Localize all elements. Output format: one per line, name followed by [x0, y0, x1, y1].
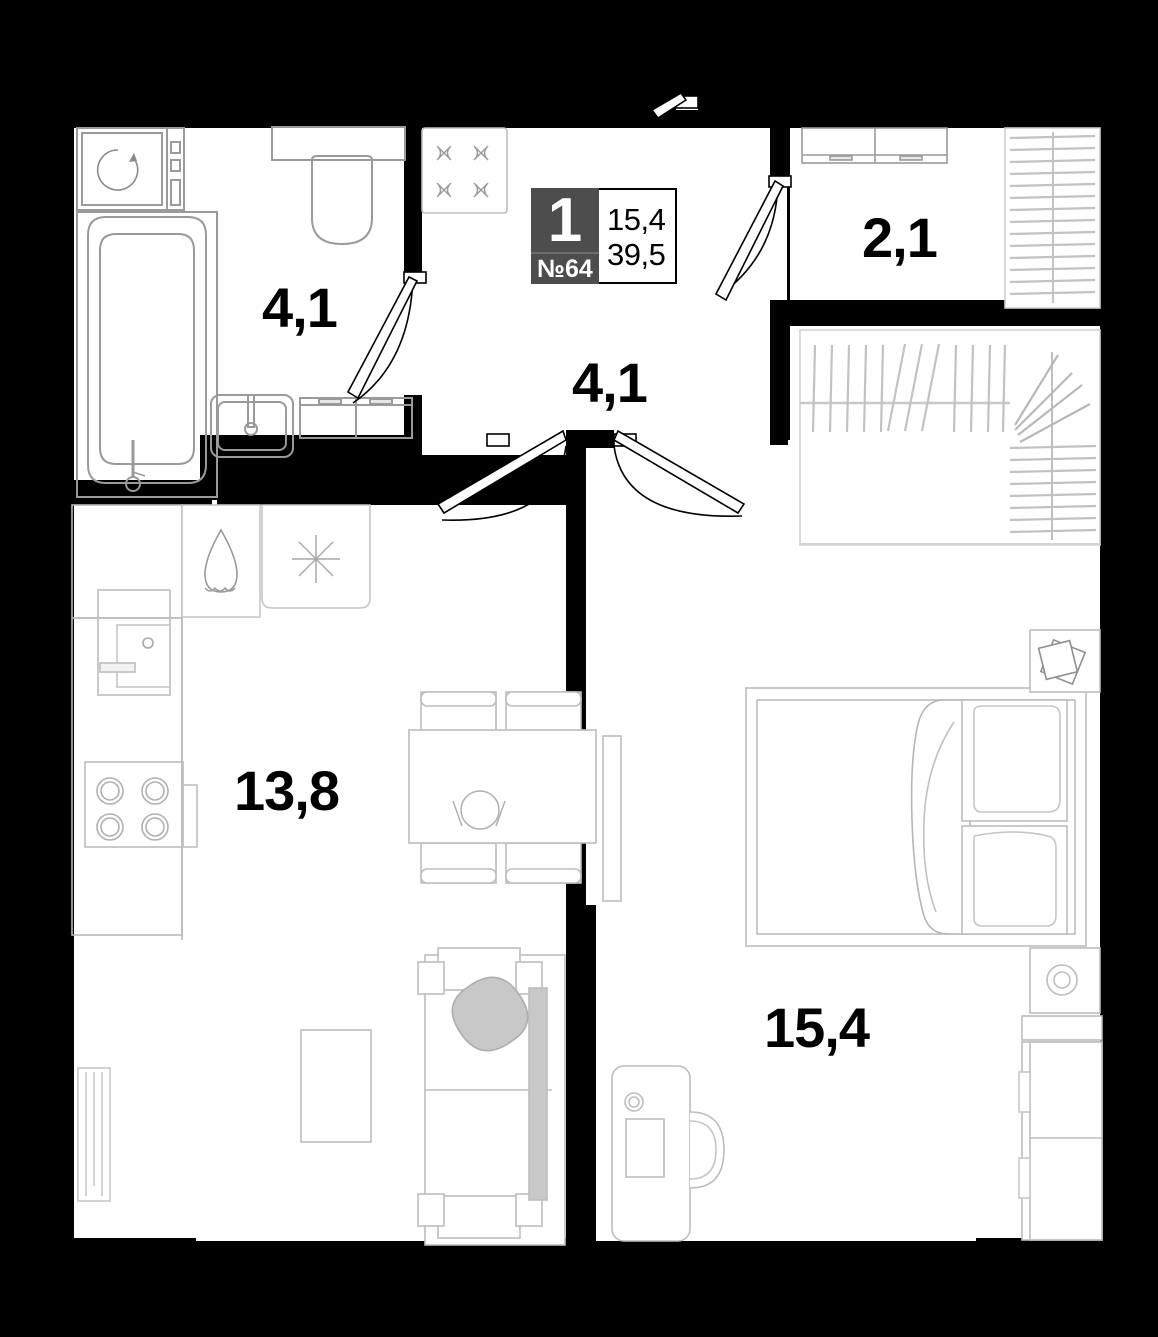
room-label-kitchen-living: 13,8	[234, 759, 340, 822]
bathroom-fixtures	[76, 126, 413, 498]
washbasin-icon	[210, 394, 294, 458]
nightstand-round-icon	[1029, 947, 1101, 1014]
entry-mat-icon	[421, 127, 508, 214]
dining-table-icon	[408, 729, 597, 844]
door-swing-living	[436, 429, 567, 521]
interior-walls	[72, 100, 1102, 1245]
bedroom-wardrobe-icon	[1018, 1041, 1103, 1241]
living-furniture	[77, 947, 566, 1246]
room-label-bathroom: 4,1	[262, 276, 338, 339]
rooms-count-box: 1 №64	[531, 188, 599, 284]
sofa-icon	[417, 947, 566, 1246]
pillow-icon	[961, 699, 1068, 935]
room-label-hall: 4,1	[572, 351, 648, 414]
total-area-value: 39,5	[607, 236, 666, 272]
badge-divider	[531, 252, 599, 254]
toilet-icon	[271, 126, 406, 246]
apartment-number: №64	[537, 255, 593, 283]
room-label-wardrobe: 2,1	[862, 206, 938, 269]
cooktop-icon	[84, 761, 198, 848]
coffee-table-icon	[300, 1029, 372, 1143]
areas-box: 15,4 39,5	[599, 188, 678, 284]
kitchen-fixtures	[71, 504, 371, 940]
bathtub-icon	[76, 211, 218, 498]
wardrobe-rail-vertical-icon	[1004, 127, 1101, 309]
wardrobe-rail-horizontal-icon	[811, 343, 1007, 433]
door-swing-bedroom	[612, 429, 746, 517]
bedroom-closet	[799, 329, 1101, 546]
vanity-cabinet-icon	[299, 397, 413, 439]
rooms-count: 1	[547, 186, 583, 255]
bedroom-shelf-icon	[1021, 1015, 1103, 1041]
wardrobe-hanger-icon	[1014, 352, 1091, 540]
dining-set	[408, 691, 622, 902]
bed-group	[745, 629, 1103, 1241]
refrigerator-icon	[97, 589, 171, 696]
wardrobe-furniture	[801, 127, 1101, 309]
table-lamp-icon	[1037, 638, 1087, 686]
door-swing-entry	[650, 91, 699, 120]
door-swing-wardrobe	[714, 175, 792, 302]
cushion-icon	[451, 976, 529, 1052]
closet-shelf-icon	[801, 127, 948, 164]
living-area-value: 15,4	[607, 201, 666, 237]
nightstand-icon	[1029, 629, 1101, 693]
dishwasher-icon	[261, 504, 371, 609]
armchair-icon	[611, 1065, 725, 1242]
door-swings	[346, 91, 792, 521]
kitchen-sink-icon	[181, 504, 261, 618]
apartment-info-badge: 1 №64 15,4 39,5	[531, 188, 678, 284]
radiator-icon	[77, 1067, 111, 1202]
wardrobe-rail-right-icon	[1009, 444, 1097, 534]
door-swing-bathroom	[346, 271, 427, 404]
room-label-bedroom: 15,4	[764, 996, 870, 1059]
dining-chair-icon	[420, 691, 582, 884]
washing-machine-icon	[76, 127, 185, 211]
plate-and-cutlery-icon	[452, 790, 506, 830]
